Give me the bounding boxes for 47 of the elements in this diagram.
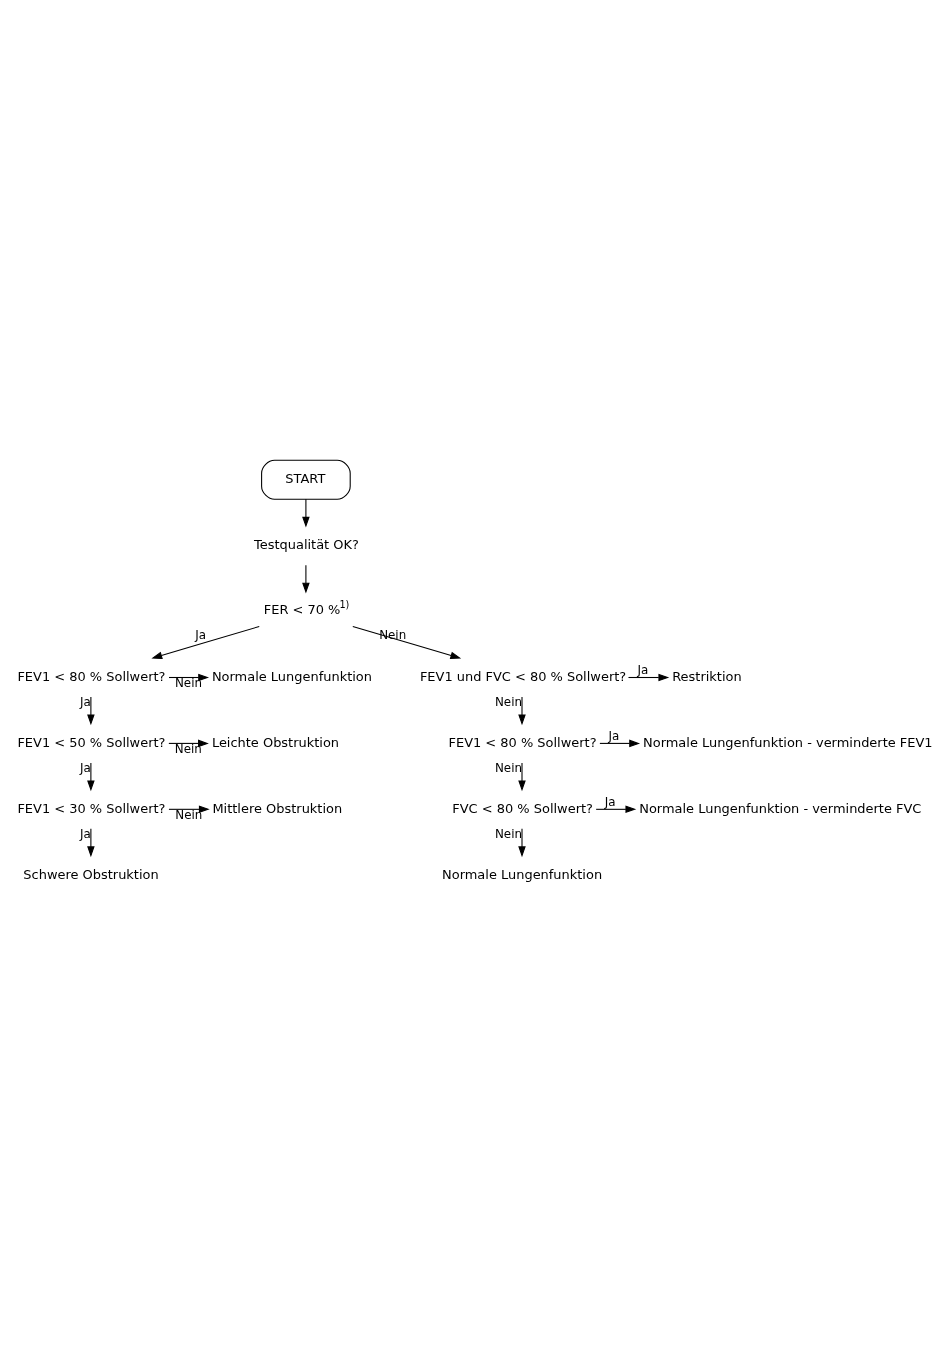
arrow [151,625,260,660]
edge-label: Nein [494,761,522,776]
arrow [87,762,95,792]
node-box: START [261,459,351,500]
arrow [302,564,310,594]
node-text: FEV1 < 30 % Sollwert? [17,800,166,816]
node-text: Normale Lungenfunktion [211,668,372,684]
edge-label: Nein [174,741,202,756]
node-text: FER < 70 %$^{1)}$ [263,599,350,617]
node-text: Schwere Obstruktion [23,866,159,882]
node-text: Normale Lungenfunktion - verminderte FVC [639,800,922,816]
edge-label: Ja [80,761,91,776]
arrow [87,828,95,858]
node-text: FEV1 und FVC < 80 % Sollwert? [419,668,627,684]
edge-label: Nein [494,695,522,710]
arrow [595,805,637,814]
node-text: Restriktion [672,668,742,684]
edge-label: Nein [175,807,203,822]
edge-label: Nein [174,676,202,691]
node-text: FEV1 < 50 % Sollwert? [17,734,166,750]
node-text: Testqualität OK? [254,537,359,553]
node-text: Leichte Obstruktion [211,734,340,750]
node-text: FEV1 < 80 % Sollwert? [17,668,166,684]
edge-label: Ja [80,695,91,710]
arrow [302,498,310,528]
node-text: FVC < 80 % Sollwert? [452,800,593,816]
edge-label: Ja [195,627,207,642]
edge-label: Ja [80,827,91,842]
node-text: Mittlere Obstruktion [212,800,343,816]
arrow [168,805,210,814]
edge-label: Ja [604,794,616,809]
node-text: Normale Lungenfunktion - verminderte FEV1 [643,734,933,750]
arrow [518,762,526,792]
arrow [168,673,210,682]
node-text: Normale Lungenfunktion [442,866,603,882]
arrow [352,625,462,660]
arrow [518,828,526,858]
arrow [627,673,670,682]
edge-label: Ja [608,728,620,743]
node-text: FEV1 < 80 % Sollwert? [448,734,597,750]
arrow [168,739,209,748]
arrow [87,696,95,726]
edge-label: Ja [637,663,649,678]
edge-label: Nein [379,627,407,642]
arrow [599,739,641,748]
edge-label: Nein [494,827,522,842]
arrow [518,696,526,726]
